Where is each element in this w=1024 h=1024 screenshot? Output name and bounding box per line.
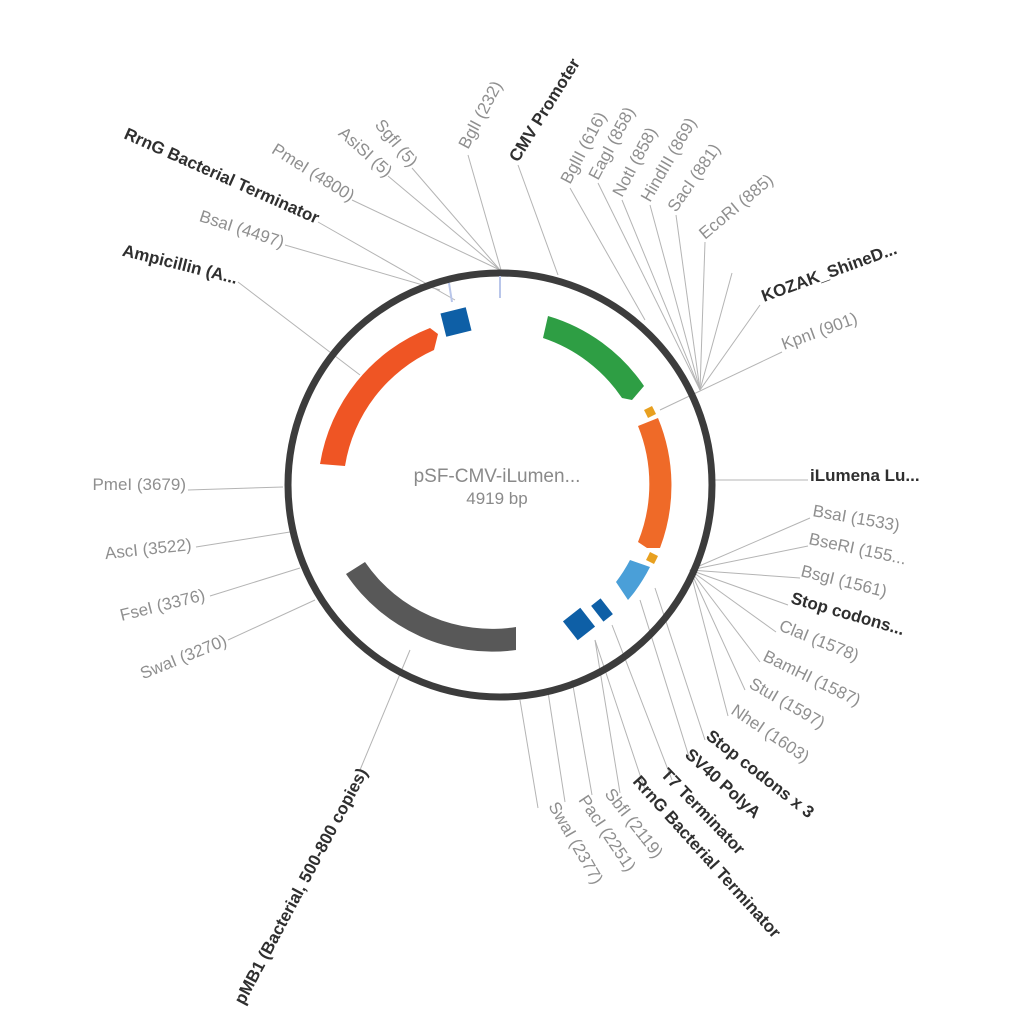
site-label-ecori-885[interactable]: EcoRI (885) <box>695 170 777 243</box>
feature-label-kozak[interactable]: KOZAK_ShineD... <box>759 239 900 306</box>
kozak-marker <box>644 406 656 418</box>
leader-lines <box>187 154 811 809</box>
plasmid-backbone <box>284 269 716 701</box>
rrng-terminator-lower-block <box>562 607 596 641</box>
feature-label-pmb1[interactable]: pMB1 (Bacterial, 500-800 copies) <box>231 765 372 1008</box>
site-label-bsai-1533[interactable]: BsaI (1533) <box>811 501 901 535</box>
site-label-fsei-3376[interactable]: FseI (3376) <box>118 585 207 624</box>
t7-terminator-block <box>591 598 613 622</box>
site-label-swai-3270[interactable]: SwaI (3270) <box>137 631 229 683</box>
site-label-bseri[interactable]: BseRI (155... <box>807 529 908 568</box>
pmb1-arc <box>346 562 516 652</box>
cmv-promoter-arc <box>543 316 644 400</box>
site-label-pmei-3679[interactable]: PmeI (3679) <box>92 475 186 494</box>
site-marker <box>448 282 453 303</box>
site-label-kpni-901[interactable]: KpnI (901) <box>779 309 860 354</box>
stop-codon-marker <box>646 552 658 564</box>
plasmid-size: 4919 bp <box>466 489 527 508</box>
site-label-bsai-4497[interactable]: BsaI (4497) <box>197 207 286 252</box>
feature-label-ampicillin[interactable]: Ampicillin (A... <box>120 241 239 288</box>
site-label-asci-3522[interactable]: AscI (3522) <box>104 535 192 563</box>
luciferase-arc <box>638 418 672 548</box>
ampicillin-arc <box>320 328 438 466</box>
rrng-terminator-upper-block <box>440 307 472 337</box>
site-label-bgli-232[interactable]: BglI (232) <box>455 78 506 152</box>
plasmid-name: pSF-CMV-iLumen... <box>414 466 581 487</box>
feature-label-ilumena[interactable]: iLumena Lu... <box>810 466 920 485</box>
sv40-polya-arc <box>616 560 650 600</box>
